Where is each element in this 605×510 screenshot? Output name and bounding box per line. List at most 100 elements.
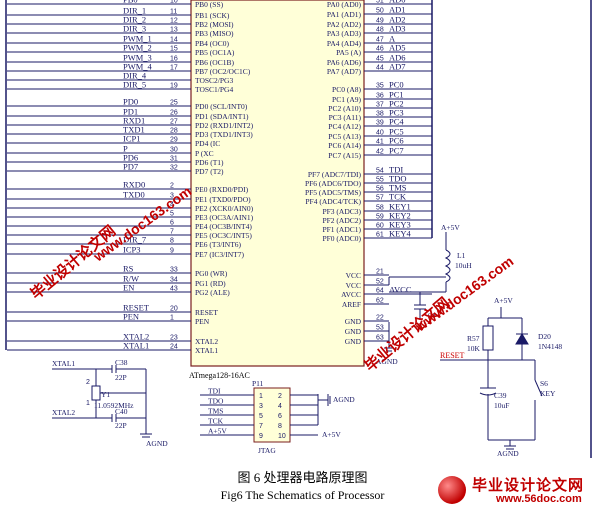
- right-pin-number: 58: [376, 205, 384, 212]
- right-pin-number: 36: [376, 93, 384, 100]
- left-pin-number: 9: [170, 248, 174, 255]
- right-pin-label: GND: [345, 317, 362, 326]
- right-pin-label: PA1 (AD1): [327, 10, 362, 19]
- left-pin-number: 31: [170, 156, 178, 163]
- jtag-pin-right: 10: [278, 433, 286, 440]
- right-net-label: PC3: [389, 108, 404, 118]
- c38-ref: C38: [115, 358, 128, 367]
- right-net-label: AD3: [389, 24, 406, 34]
- jtag-net-label: TCK: [208, 417, 224, 426]
- left-pin-number: 19: [170, 83, 178, 90]
- right-pin-number: 47: [376, 37, 384, 44]
- jtag-pin-right: 4: [278, 403, 282, 410]
- left-net-label: ICP1: [123, 134, 140, 144]
- right-pin-label: PA4 (AD4): [327, 39, 362, 48]
- right-pin-number: 37: [376, 102, 384, 109]
- right-pin-label: VCC: [346, 281, 361, 290]
- left-pin-label: PD3 (TXD1/INT3): [195, 130, 253, 139]
- right-pin-label: PA7 (AD7): [327, 67, 362, 76]
- left-pin-label: PB5 (OC1A): [195, 48, 235, 57]
- right-net-label: PC7: [389, 146, 404, 156]
- right-pin-label: PA2 (AD2): [327, 20, 362, 29]
- a5v-label-top: A+5V: [441, 223, 460, 232]
- left-pin-number: 24: [170, 344, 178, 351]
- left-pin-number: 34: [170, 277, 178, 284]
- left-pin-label: PD1 (SDA/INT1): [195, 112, 249, 121]
- right-pin-number: 38: [376, 111, 384, 118]
- left-net-label: PB0: [123, 0, 138, 5]
- right-pin-number: 44: [376, 65, 384, 72]
- left-pin-label: PB7 (OC2/OC1C): [195, 67, 251, 76]
- agnd-label-mcu: AGND: [376, 357, 398, 366]
- right-pin-label: PF7 (ADC7/TDI): [308, 170, 362, 179]
- left-pin-number: 14: [170, 37, 178, 44]
- right-pin-label: PF4 (ADC4/TCK): [305, 197, 361, 206]
- left-pin-number: 7: [170, 229, 174, 236]
- right-pin-label: GND: [345, 327, 362, 336]
- right-pin-number: 57: [376, 195, 384, 202]
- left-pin-label: PB6 (OC1B): [195, 58, 234, 67]
- mcu-part-name: ATmega128-16AC: [189, 371, 250, 380]
- left-net-label: RS: [123, 264, 134, 274]
- jtag-pin-left: 9: [259, 433, 263, 440]
- reset-net-label: RESET: [440, 351, 465, 360]
- left-pin-label: PE7 (IC3/INT7): [195, 250, 244, 259]
- site-logo: 毕业设计论文网 www.56doc.com: [436, 474, 604, 508]
- right-pin-label: PF1 (ADC1): [322, 225, 361, 234]
- left-net-label: RESET: [123, 303, 150, 313]
- figure-caption-english: Fig6 The Schematics of Processor: [220, 488, 385, 502]
- right-pin-number: 48: [376, 27, 384, 34]
- mcu-right-pin: PC3 (A11) 38 PC3: [329, 108, 432, 122]
- left-pin-number: 1: [170, 315, 174, 322]
- right-pin-label: PF2 (ADC2): [322, 216, 361, 225]
- left-net-label: PD7: [123, 162, 138, 172]
- right-net-label: KEY1: [389, 202, 411, 212]
- left-pin-label: PEN: [195, 317, 210, 326]
- jtag-pin-left: 7: [259, 423, 263, 430]
- left-pin-label: PD6 (T1): [195, 158, 224, 167]
- left-pin-number: 10: [170, 0, 178, 5]
- left-pin-label: PE6 (T3/INT6): [195, 240, 242, 249]
- right-net-label: KEY2: [389, 211, 411, 221]
- jtag-pin-right: 6: [278, 413, 282, 420]
- left-pin-label: PB2 (MOSI): [195, 20, 234, 29]
- right-pin-label: PA5 (A): [336, 48, 361, 57]
- jtag-pin-right: 2: [278, 393, 282, 400]
- left-pin-number: 17: [170, 65, 178, 72]
- right-net-label: TDI: [389, 165, 403, 175]
- d20-value: 1N4148: [538, 342, 562, 351]
- right-net-label: PC6: [389, 136, 404, 146]
- right-pin-label: PF3 (ADC3): [322, 207, 361, 216]
- left-pin-label: PB1 (SCK): [195, 11, 230, 20]
- left-pin-number: 29: [170, 137, 178, 144]
- right-pin-number: 46: [376, 46, 384, 53]
- right-net-label: AD2: [389, 15, 406, 25]
- right-pin-number: 61: [376, 232, 384, 239]
- right-net-label: PC4: [389, 117, 404, 127]
- logo-url: www.56doc.com: [496, 493, 582, 505]
- right-pin-label: PC3 (A11): [329, 113, 362, 122]
- left-net-label: PEN: [123, 312, 139, 322]
- jtag-pin-left: 3: [259, 403, 263, 410]
- left-pin-label: PE2 (XCK0/AIN0): [195, 204, 254, 213]
